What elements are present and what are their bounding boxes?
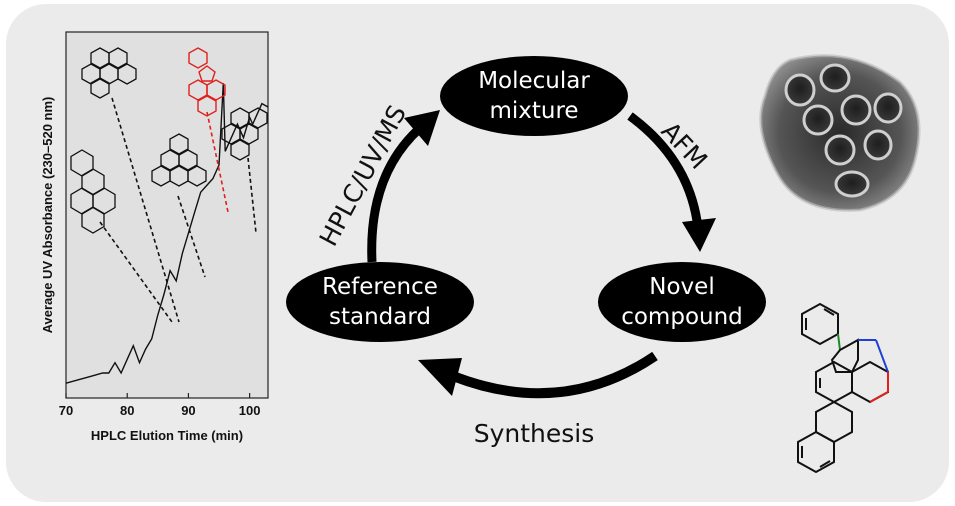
structure-icon-5 [221,107,268,161]
arrow-synthesis [446,351,658,399]
node-novel-compound: Novel compound [598,262,766,342]
x-tick-label-70: 70 [59,403,73,418]
connector-3 [177,195,206,278]
node-molecular-mixture: Molecular mixture [440,56,628,136]
connector-5 [247,157,257,234]
arrow-afm-head [682,218,716,252]
x-ticks: 70 80 90 100 [59,393,261,418]
node-reference-standard: Reference standard [286,262,474,342]
structure-icon-3 [151,133,207,187]
arrow-synthesis-head [418,358,462,396]
node-reference-standard-line2: standard [329,304,431,330]
connector-4 [206,111,229,213]
node-novel-compound-line1: Novel [649,274,714,300]
chromatogram-line [65,83,269,384]
connector-2 [111,97,180,323]
hplc-chart: 70 80 90 100 HPLC Elution Time (min) Averag… [40,31,269,443]
plot-area [65,31,269,399]
node-molecular-mixture-line1: Molecular [478,68,590,94]
polycyclic-aromatic-structure [797,302,889,474]
x-tick-label-100: 100 [239,403,261,418]
x-tick-label-90: 90 [181,403,195,418]
y-axis-title: Average UV Absorbance (230–520 nm) [40,97,55,334]
structure-icon-2 [81,47,137,99]
arrow-hplc-head [404,110,440,146]
arrow-hplc [367,124,424,263]
structure-icon-1 [70,149,116,234]
edge-label-synthesis: Synthesis [474,419,595,448]
peak-connectors [99,97,257,323]
x-tick-label-80: 80 [120,403,134,418]
arrow-afm [627,112,703,229]
node-reference-standard-line1: Reference [322,274,438,300]
afm-molecule-image [759,54,921,212]
x-axis-title: HPLC Elution Time (min) [91,428,243,443]
node-novel-compound-line2: compound [621,304,743,330]
node-molecular-mixture-line2: mixture [489,98,578,124]
structure-icon-4-red [188,47,226,117]
